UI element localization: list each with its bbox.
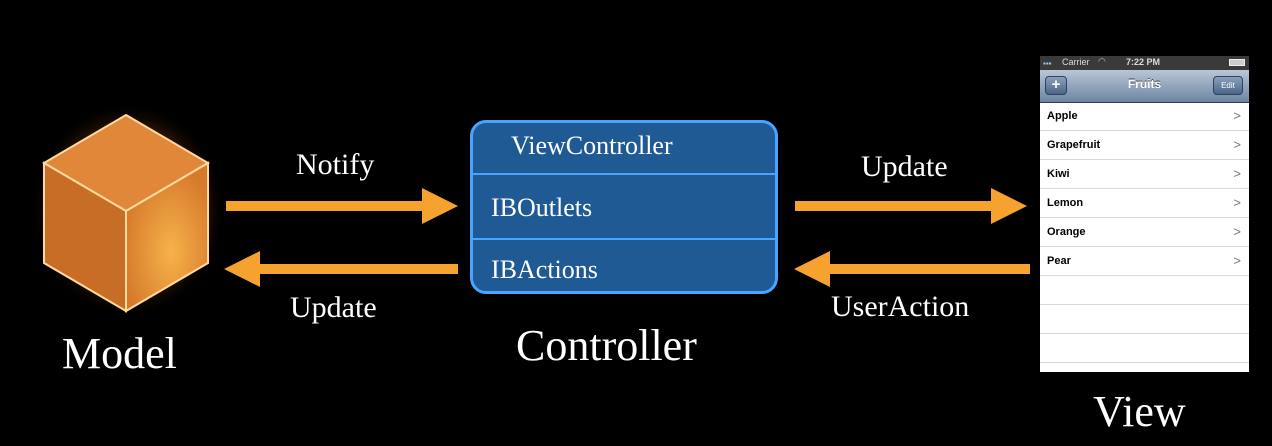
empty-row <box>1040 334 1249 363</box>
update-view-label: Update <box>861 150 948 183</box>
list-item[interactable]: Kiwi > <box>1040 160 1249 189</box>
wifi-icon: ◠ <box>1098 56 1106 66</box>
model-cube-icon <box>30 105 226 318</box>
list-item-label: Orange <box>1047 226 1086 238</box>
status-bar: ▪▪▪ Carrier ◠ 7:22 PM <box>1040 56 1249 70</box>
ibactions-row: IBActions <box>491 255 598 284</box>
fruit-list: Apple > Grapefruit > Kiwi > Lemon > Oran… <box>1040 102 1249 363</box>
update-view-arrow <box>795 188 1027 224</box>
controller-label: Controller <box>516 321 697 370</box>
chevron-right-icon: > <box>1233 108 1241 123</box>
edit-button[interactable]: Edit <box>1213 76 1243 95</box>
signal-icon: ▪▪▪ <box>1043 59 1052 68</box>
list-item[interactable]: Grapefruit > <box>1040 131 1249 160</box>
update-model-label: Update <box>290 291 377 324</box>
list-item-label: Lemon <box>1047 197 1084 209</box>
controller-box: ViewController IBOutlets IBActions <box>470 120 778 294</box>
chevron-right-icon: > <box>1233 224 1241 239</box>
chevron-right-icon: > <box>1233 137 1241 152</box>
nav-bar: + Fruits Edit <box>1040 70 1249 103</box>
carrier-text: Carrier <box>1062 57 1090 67</box>
empty-row <box>1040 305 1249 334</box>
clock-text: 7:22 PM <box>1126 57 1161 67</box>
list-item[interactable]: Apple > <box>1040 102 1249 131</box>
phone-screen: ▪▪▪ Carrier ◠ 7:22 PM + Fruits Edit Appl… <box>1040 56 1249 372</box>
list-item[interactable]: Lemon > <box>1040 189 1249 218</box>
list-item-label: Kiwi <box>1047 168 1070 180</box>
add-button[interactable]: + <box>1045 76 1067 95</box>
controller-divider <box>473 173 775 175</box>
battery-icon <box>1229 59 1245 66</box>
useraction-arrow <box>794 251 1030 287</box>
iboutlets-row: IBOutlets <box>491 193 593 222</box>
list-item[interactable]: Pear > <box>1040 247 1249 276</box>
list-item-label: Pear <box>1047 255 1071 267</box>
controller-divider <box>473 238 775 240</box>
empty-row <box>1040 276 1249 305</box>
view-label: View <box>1093 387 1186 436</box>
model-label: Model <box>62 329 177 378</box>
chevron-right-icon: > <box>1233 253 1241 268</box>
list-item-label: Grapefruit <box>1047 139 1101 151</box>
viewcontroller-row: ViewController <box>511 131 673 160</box>
list-item[interactable]: Orange > <box>1040 218 1249 247</box>
chevron-right-icon: > <box>1233 195 1241 210</box>
update-model-arrow <box>224 251 458 287</box>
useraction-label: UserAction <box>831 290 970 323</box>
notify-arrow <box>226 188 458 224</box>
notify-label: Notify <box>296 148 375 181</box>
list-item-label: Apple <box>1047 110 1078 122</box>
nav-title: Fruits <box>1127 77 1162 91</box>
chevron-right-icon: > <box>1233 166 1241 181</box>
